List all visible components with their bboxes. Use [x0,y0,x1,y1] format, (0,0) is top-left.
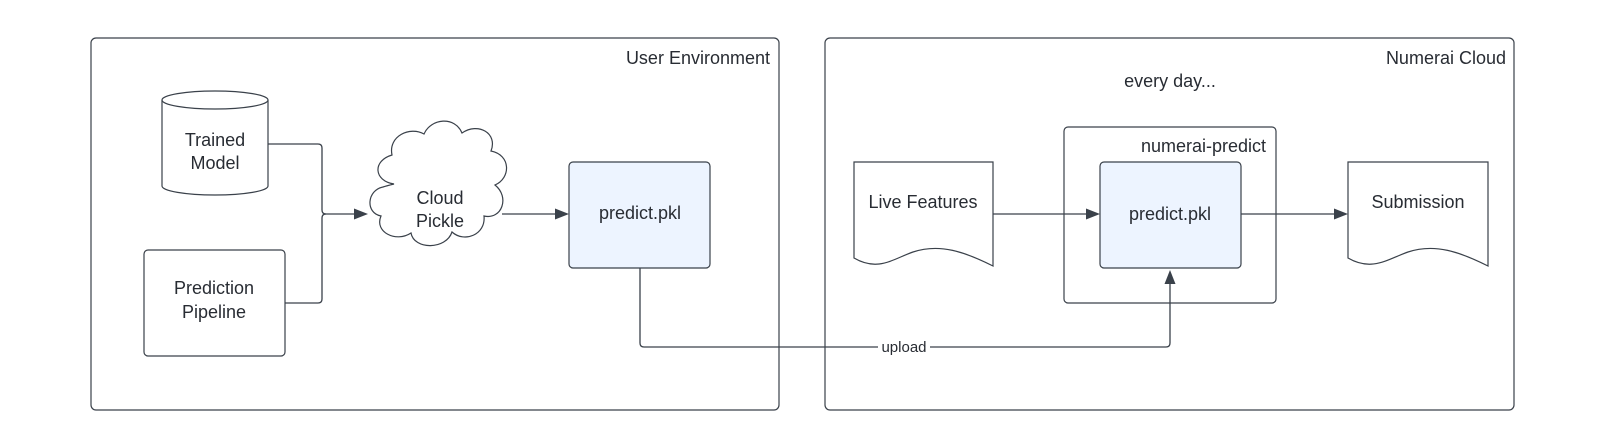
cloud-pickle-label-line2: Pickle [416,211,464,231]
connector-prediction-pipeline-to-cloud-pickle [285,213,327,304]
trained-model-label-line2: Model [190,153,239,173]
predict-pkl-local-label: predict.pkl [599,203,681,223]
user-environment-title: User Environment [626,48,770,68]
submission-node: Submission [1347,161,1489,267]
trained-model-cylinder-top [161,90,269,110]
trained-model-label-line1: Trained [185,130,245,150]
numerai-cloud-title: Numerai Cloud [1386,48,1506,68]
schedule-label: every day... [1124,71,1216,91]
submission-document-shape [1347,161,1489,267]
numerai-predict-title: numerai-predict [1141,136,1266,156]
predict-pkl-cloud-node: predict.pkl [1099,161,1242,269]
live-features-label: Live Features [868,192,977,212]
trained-model-cylinder-body [161,100,269,196]
prediction-pipeline-label-line1: Prediction [174,278,254,298]
live-features-document-shape [853,161,994,267]
live-features-node: Live Features [853,161,994,267]
upload-label-backdrop [878,338,930,356]
predict-pkl-cloud-box [1099,161,1242,269]
arrowhead-into-submission [1334,208,1348,220]
cloud-pickle-label-line1: Cloud [416,188,463,208]
submission-label: Submission [1371,192,1464,212]
upload-label: upload [881,339,926,356]
arrowhead-into-predict-pkl-local [555,208,569,220]
predict-pkl-local-node: predict.pkl [568,161,711,269]
prediction-pipeline-node: Prediction Pipeline [143,249,286,357]
arrowhead-into-predict-pkl-cloud [1164,270,1176,284]
arrowhead-into-predict-pkl-from-features [1086,208,1100,220]
predict-pkl-cloud-label: predict.pkl [1129,204,1211,224]
cloud-pickle-shape [369,120,508,247]
arrowhead-into-cloud-pickle [354,208,368,220]
cloud-pickle-node: Cloud Pickle [369,120,508,247]
prediction-pipeline-label-line2: Pipeline [182,302,246,322]
trained-model-node: Trained Model [161,90,269,196]
